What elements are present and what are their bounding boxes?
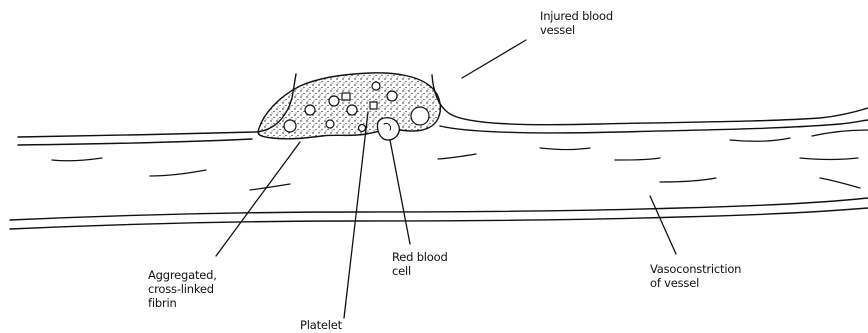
leader-injured-vessel (462, 40, 526, 78)
label-red-blood-cell: Red blood cell (392, 250, 448, 278)
blood-flow-lines (52, 138, 860, 190)
leader-platelet (344, 112, 368, 318)
upper-vessel-wall (18, 74, 868, 145)
label-platelet: Platelet (300, 318, 342, 332)
leader-vasoconstriction (650, 196, 676, 254)
lower-vessel-wall (10, 198, 868, 229)
fibrin-clot (258, 73, 440, 140)
label-aggregated-fibrin: Aggregated, cross-linked fibrin (148, 268, 217, 310)
label-vasoconstriction: Vasoconstriction of vessel (650, 262, 741, 290)
leader-red-blood-cell (390, 140, 410, 244)
leader-fibrin (216, 142, 300, 256)
label-injured-blood-vessel: Injured blood vessel (540, 9, 613, 37)
